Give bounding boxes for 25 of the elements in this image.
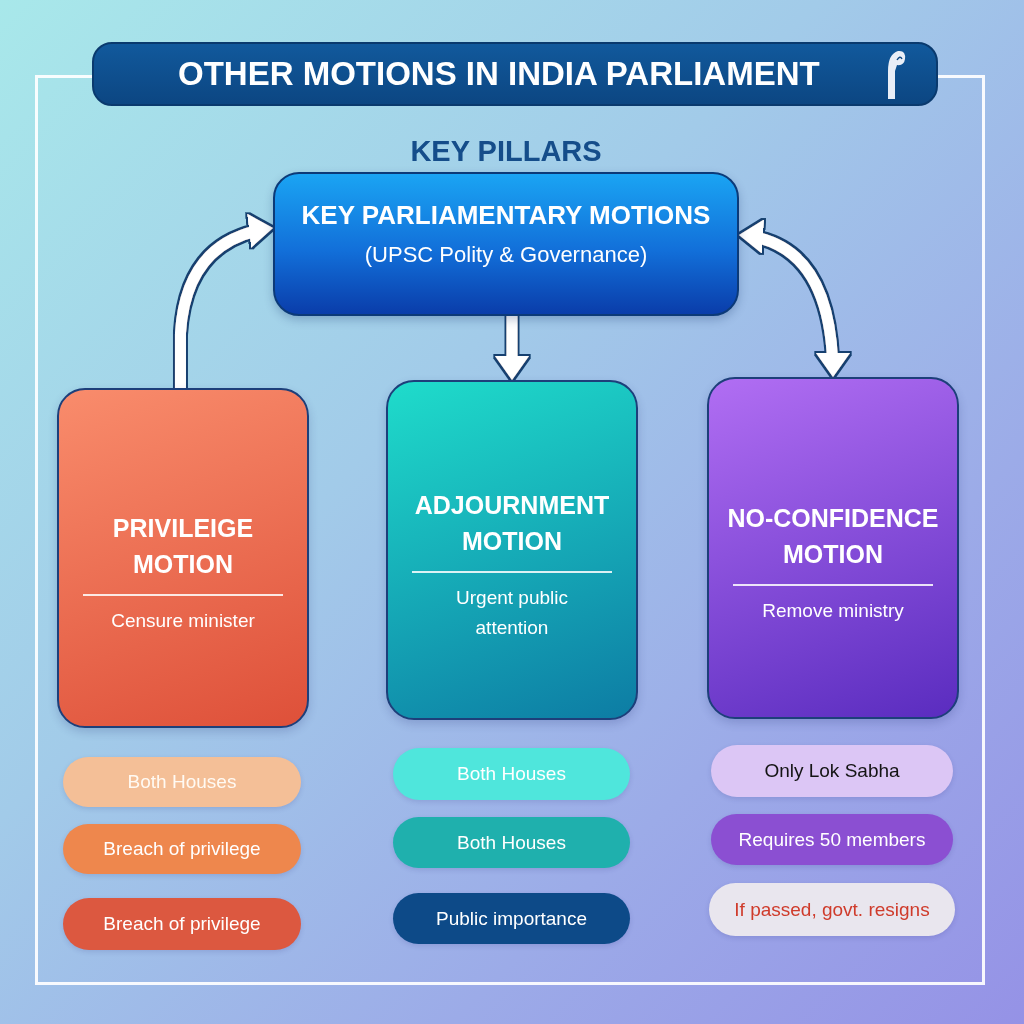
info-tag: Both Houses	[393, 817, 630, 868]
card-description: Censure minister	[111, 609, 255, 633]
card-description: Urgent public attention	[455, 586, 569, 640]
info-tag: Both Houses	[63, 757, 301, 807]
diagram-title: OTHER MOTIONS IN INDIA PARLIAMENT	[178, 54, 820, 94]
card-description: Remove ministry	[762, 599, 904, 623]
topic-title: KEY PARLIAMENTARY MOTIONS	[301, 199, 711, 231]
info-tag: Breach of privilege	[63, 898, 301, 950]
info-tag: Breach of privilege	[63, 824, 301, 874]
card-title: NO-CONFIDENCE MOTION	[726, 503, 940, 570]
section-heading: KEY PILLARS	[410, 134, 602, 168]
info-tag: Only Lok Sabha	[711, 745, 953, 797]
topic-subtitle: (UPSC Polity & Governance)	[364, 241, 648, 269]
arrow	[495, 316, 529, 380]
card-title: PRIVILEIGE MOTION	[111, 513, 255, 580]
motion-card	[707, 377, 959, 719]
info-tag: Both Houses	[393, 748, 630, 800]
info-tag: If passed, govt. resigns	[709, 883, 955, 936]
curved-arrow	[738, 221, 850, 378]
curved-arrow	[175, 215, 274, 388]
motion-card	[386, 380, 638, 720]
card-title: ADJOURNMENT MOTION	[413, 490, 611, 557]
info-tag: Public importance	[393, 893, 630, 944]
info-tag: Requires 50 members	[711, 814, 953, 865]
motion-card	[57, 388, 309, 728]
